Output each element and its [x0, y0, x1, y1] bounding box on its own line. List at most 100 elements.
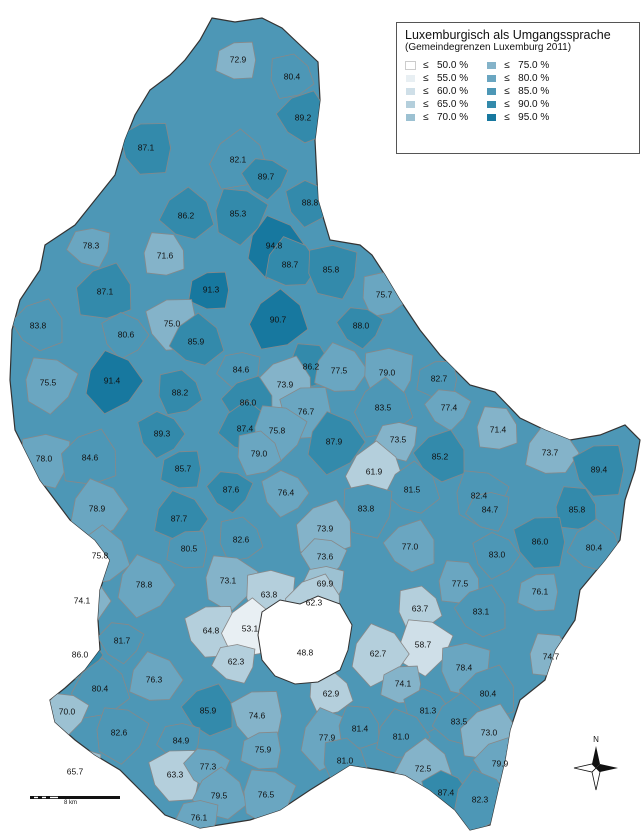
legend-subtitle: (Gemeindegrenzen Luxemburg 2011): [405, 42, 572, 53]
legend-swatch: [486, 86, 498, 96]
legend-label: 55.0 %: [437, 72, 469, 84]
commune-value-label: 91.3: [203, 284, 220, 294]
commune-value-label: 62.3: [306, 597, 323, 607]
commune-area: [572, 445, 625, 497]
commune-area: [166, 530, 208, 569]
commune-value-label: 73.9: [277, 379, 294, 389]
commune-value-label: 77.4: [441, 402, 458, 412]
commune-value-label: 87.6: [223, 484, 240, 494]
commune-area: [168, 312, 225, 366]
commune-value-label: 82.6: [233, 534, 250, 544]
commune-value-label: 81.0: [337, 755, 354, 765]
commune-value-label: 89.3: [154, 428, 171, 438]
commune-area: [249, 288, 309, 350]
commune-value-label: 64.8: [203, 625, 220, 635]
legend-symbol: ≤: [423, 85, 429, 97]
legend-symbol: ≤: [423, 111, 429, 123]
commune-area: [219, 516, 264, 563]
commune-area: [400, 619, 454, 677]
commune-value-label: 84.6: [82, 452, 99, 462]
legend-item: ≤80.0 %: [486, 72, 549, 84]
commune-area: [517, 573, 559, 612]
commune-value-label: 63.7: [412, 603, 429, 613]
commune-value-label: 83.5: [375, 402, 392, 412]
legend-label: 70.0 %: [437, 111, 469, 123]
commune-value-label: 73.7: [542, 447, 559, 457]
commune-value-label: 80.6: [118, 329, 135, 339]
commune-value-label: 94.8: [266, 240, 283, 250]
commune-value-label: 79.0: [251, 448, 268, 458]
legend-item: ≤75.0 %: [486, 59, 549, 71]
legend-symbol: ≤: [504, 111, 510, 123]
commune-value-label: 62.7: [370, 648, 387, 658]
commune-value-label: 82.3: [472, 794, 489, 804]
commune-area: [453, 584, 506, 638]
commune-value-label: 85.3: [230, 208, 247, 218]
commune-value-label: 86.0: [240, 397, 257, 407]
commune-value-label: 77.9: [319, 732, 336, 742]
commune-value-label: 85.9: [200, 705, 217, 715]
commune-area: [476, 406, 518, 450]
commune-value-label: 76.7: [298, 406, 315, 416]
legend-swatch: [405, 112, 416, 122]
commune-value-label: 72.5: [415, 763, 432, 773]
commune-area: [336, 307, 384, 350]
legend-symbol: ≤: [504, 72, 510, 84]
commune-area: [206, 471, 254, 514]
commune-area: [240, 731, 282, 770]
commune-value-label: 78.9: [89, 503, 106, 513]
commune-value-label: 62.9: [323, 688, 340, 698]
commune-area: [180, 683, 233, 737]
commune-value-label: 75.8: [269, 425, 286, 435]
legend-item: ≤50.0 %: [405, 59, 468, 71]
legend-label: 75.0 %: [518, 59, 550, 71]
commune-value-label: 82.6: [111, 727, 128, 737]
commune-value-label: 82.7: [431, 373, 448, 383]
legend-item: ≤65.0 %: [405, 98, 468, 110]
commune-value-label: 80.4: [92, 683, 109, 693]
commune-value-label: 86.2: [303, 361, 320, 371]
commune-area: [215, 188, 269, 246]
commune-area: [188, 271, 230, 310]
commune-value-label: 85.7: [175, 463, 192, 473]
commune-value-label: 73.9: [317, 523, 334, 533]
commune-value-label: 62.3: [228, 656, 245, 666]
commune-area: [237, 430, 282, 477]
commune-value-label: 63.8: [261, 589, 278, 599]
commune-value-label: 83.0: [489, 549, 506, 559]
commune-value-label: 83.8: [30, 320, 47, 330]
commune-value-label: 72.9: [230, 54, 247, 64]
legend-swatch: [405, 99, 416, 109]
commune-area: [465, 492, 510, 532]
commune-value-label: 73.5: [390, 434, 407, 444]
legend-label: 90.0 %: [518, 98, 550, 110]
commune-area: [160, 450, 202, 489]
commune-value-label: 69.9: [317, 578, 334, 588]
commune-value-label: 85.8: [569, 504, 586, 514]
compass-icon: N: [573, 735, 618, 791]
commune-value-label: 78.8: [136, 579, 153, 589]
commune-value-label: 48.8: [297, 647, 314, 657]
commune-regions: [10, 41, 625, 830]
commune-value-label: 78.4: [456, 662, 473, 672]
commune-value-label: 89.7: [258, 171, 275, 181]
commune-value-label: 87.1: [97, 286, 114, 296]
legend: Luxemburgisch als Umgangssprache (Gemein…: [396, 22, 640, 154]
legend-item: ≤55.0 %: [405, 72, 468, 84]
commune-value-label: 73.1: [220, 575, 237, 585]
commune-value-label: 81.4: [352, 723, 369, 733]
commune-value-label: 78.0: [36, 453, 53, 463]
commune-value-label: 74.1: [395, 678, 412, 688]
scale-label: 8 km: [64, 800, 78, 806]
legend-item: ≤95.0 %: [486, 111, 549, 123]
commune-value-label: 75.5: [40, 377, 57, 387]
commune-value-label: 81.5: [404, 484, 421, 494]
commune-value-label: 86.2: [178, 210, 195, 220]
commune-value-label: 84.6: [233, 364, 250, 374]
commune-area: [96, 707, 150, 765]
legend-symbol: ≤: [504, 59, 510, 71]
commune-area: [25, 357, 79, 415]
commune-luxembourg-city: [257, 595, 353, 685]
legend-label: 50.0 %: [437, 59, 469, 71]
